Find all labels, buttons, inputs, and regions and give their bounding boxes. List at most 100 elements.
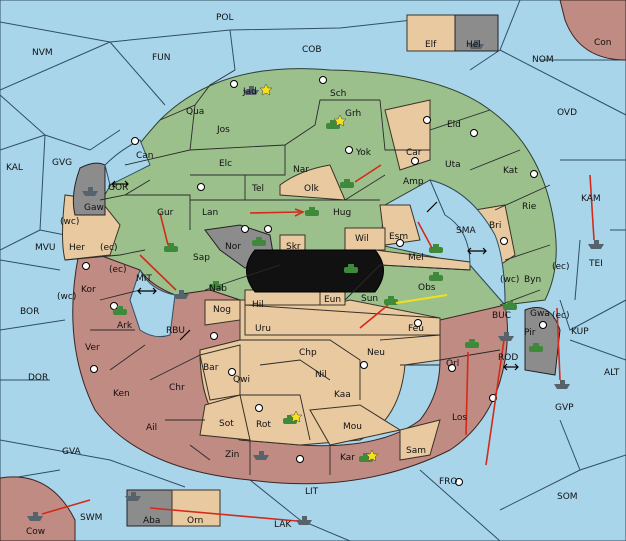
tank-unit[interactable] — [384, 296, 398, 305]
supply-center-rot — [255, 404, 263, 412]
label-ec3: (ec) — [552, 262, 570, 272]
supply-center-yok — [345, 146, 353, 154]
label-nar: Nar — [293, 165, 309, 175]
label-nil: Nil — [315, 370, 327, 380]
label-ark: Ark — [117, 321, 133, 331]
star-icon — [289, 410, 303, 423]
move-arrow — [589, 174, 595, 241]
label-bar: Bar — [203, 363, 219, 373]
fleet-unit[interactable] — [173, 290, 189, 299]
label-gvg: GVG — [52, 158, 72, 168]
territory-pir[interactable] — [524, 307, 561, 376]
tank-unit[interactable] — [429, 272, 443, 281]
sea-rbu[interactable] — [129, 268, 176, 338]
fleet-unit[interactable] — [468, 40, 484, 49]
label-chr: Chr — [169, 383, 185, 393]
central-lake — [246, 249, 384, 293]
tank-unit[interactable] — [209, 281, 223, 290]
tank-unit[interactable] — [305, 207, 319, 216]
supply-center-elc — [197, 183, 205, 191]
label-mou: Mou — [343, 422, 362, 432]
label-jos: Jos — [216, 125, 230, 135]
label-her: Her — [69, 243, 85, 253]
label-amp: Amp — [403, 177, 424, 187]
label-nom: NOM — [532, 55, 554, 65]
label-bri: Bri — [489, 221, 501, 231]
move-arrow — [354, 164, 382, 183]
label-nor: Nor — [225, 242, 241, 252]
fleet-unit[interactable] — [243, 86, 259, 95]
tank-unit[interactable] — [164, 243, 178, 252]
label-fro: FRO — [439, 477, 458, 487]
tank-unit[interactable] — [340, 179, 354, 188]
label-neu: Neu — [367, 348, 385, 358]
label-sma: SMA — [456, 226, 476, 236]
tank-unit[interactable] — [344, 264, 358, 273]
territory-nar[interactable] — [279, 164, 346, 201]
label-can: Can — [136, 151, 154, 161]
label-alt: ALT — [604, 368, 620, 378]
label-pol: POL — [216, 13, 234, 23]
move-arrow — [359, 304, 389, 329]
label-skr: Skr — [286, 242, 301, 252]
fleet-unit[interactable] — [253, 451, 269, 460]
label-nvm: NVM — [32, 48, 53, 58]
label-hug: Hug — [333, 208, 351, 218]
tank-unit[interactable] — [429, 244, 443, 253]
territory-wil[interactable] — [344, 227, 386, 251]
supply-center-kat — [530, 170, 538, 178]
supply-center-nor — [241, 225, 249, 233]
move-arrow — [556, 307, 561, 381]
sea-gor[interactable] — [104, 139, 151, 186]
label-kal: KAL — [6, 163, 23, 173]
supply-center-feu — [414, 319, 422, 327]
units — [27, 40, 604, 525]
adjacency-arrows — [111, 180, 519, 371]
fleet-unit[interactable] — [554, 380, 570, 389]
fleet-unit[interactable] — [588, 240, 604, 249]
label-kar: Kar — [340, 453, 355, 463]
tank-unit[interactable] — [529, 343, 543, 352]
label-rbu: RBU — [166, 326, 185, 336]
label-fun: FUN — [152, 53, 171, 63]
tank-unit[interactable] — [252, 237, 266, 246]
fleet-unit[interactable] — [296, 516, 312, 525]
label-sun: Sun — [361, 294, 378, 304]
label-ec1: (ec) — [100, 243, 118, 253]
sea-sma[interactable] — [429, 179, 506, 307]
territory-orn[interactable] — [171, 489, 221, 527]
label-sam: Sam — [406, 446, 426, 456]
label-rie: Rie — [522, 202, 537, 212]
label-ail: Ail — [146, 423, 157, 433]
fleet-unit[interactable] — [498, 332, 514, 341]
label-gva: GVA — [62, 447, 82, 457]
supply-center-fro — [455, 478, 463, 486]
tank-unit[interactable] — [503, 301, 517, 310]
label-elf: Elf — [425, 40, 437, 50]
move-arrow — [149, 507, 298, 522]
fleet-unit[interactable] — [125, 492, 141, 501]
move-arrow — [417, 221, 433, 249]
label-ost: Ost — [316, 257, 332, 267]
label-lan: Lan — [202, 208, 218, 218]
territory-nog[interactable] — [204, 299, 241, 326]
label-gor: GOR — [108, 183, 128, 193]
territory-cow[interactable] — [0, 476, 76, 541]
territory-elf[interactable] — [406, 14, 456, 52]
label-sot: Sot — [219, 419, 234, 429]
tank-unit[interactable] — [113, 306, 127, 315]
label-uta: Uta — [445, 160, 461, 170]
label-orn: Orn — [187, 516, 203, 526]
label-cob: COB — [302, 45, 322, 55]
tank-unit[interactable] — [465, 339, 479, 348]
supply-center-kor — [82, 262, 90, 270]
label-web: Web — [286, 273, 306, 283]
label-gvp: GVP — [555, 403, 574, 413]
label-los: Los — [452, 413, 467, 423]
supply-center-pir — [539, 321, 547, 329]
star-icon — [259, 83, 273, 96]
label-qua: Qua — [186, 107, 204, 117]
fleet-unit[interactable] — [27, 512, 43, 521]
label-yok: Yok — [355, 148, 372, 158]
fleet-unit[interactable] — [82, 187, 98, 196]
